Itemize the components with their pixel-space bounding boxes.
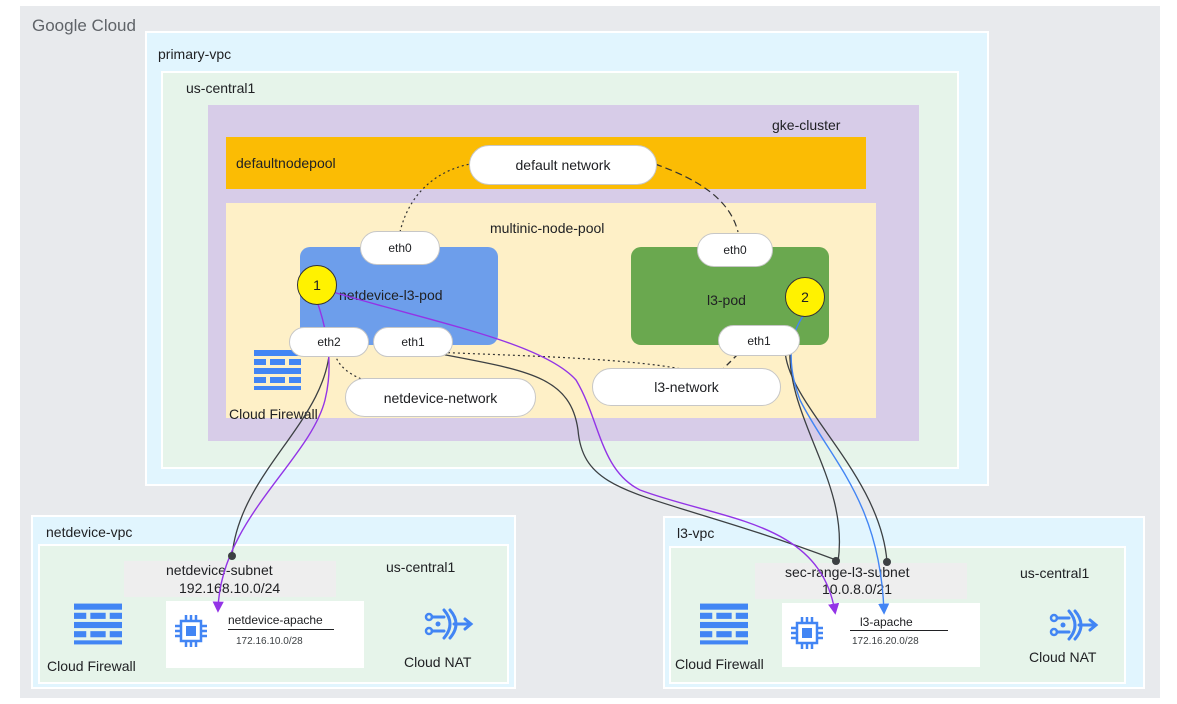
l3-subnet-cidr: 10.0.8.0/21 [822,581,893,597]
primary-region-label: us-central1 [186,80,256,96]
firewall-icon [74,603,122,645]
nat-icon [1047,607,1101,643]
primary-firewall-label: Cloud Firewall [229,406,318,422]
netdevice-vm-card [166,601,364,668]
l3-nat-label: Cloud NAT [1029,649,1097,665]
step-badge-1: 1 [297,265,337,305]
netdevice-pod-eth2: eth2 [289,327,369,357]
netdevice-subnet-name: netdevice-subnet [166,562,273,578]
netdevice-network-pill: netdevice-network [345,378,536,417]
compute-engine-icon [788,614,826,652]
default-node-pool-label: defaultnodepool [236,155,336,171]
netdevice-subnet-cidr: 192.168.10.0/24 [179,580,281,596]
google-cloud-label: Google Cloud [32,16,136,35]
l3-subnet-name: sec-range-l3-subnet [785,564,910,580]
gke-cluster-label: gke-cluster [772,117,841,133]
l3-path-dark-c [789,342,841,563]
l3-path-dark-b [784,342,888,563]
netdevice-pod-eth0: eth0 [360,231,440,265]
l3-vpc-label: l3-vpc [677,525,715,541]
netdevice-firewall-label: Cloud Firewall [47,658,136,674]
nat-icon [422,606,476,642]
l3-vm-cidr: 172.16.20.0/28 [852,636,919,647]
default-eth0-link [654,163,739,233]
netdevice-pod-eth1: eth1 [373,327,453,357]
netdevice-vpc-label: netdevice-vpc [46,524,133,540]
l3-subnet-endpoint-a [832,557,840,565]
firewall-icon [700,603,748,645]
step-badge-2: 2 [785,277,825,317]
netdevice-vm-name: netdevice-apache [228,613,323,627]
eth0-default-link [399,163,471,233]
l3-region-label: us-central1 [1020,565,1090,581]
netdevice-path-dark [231,341,331,557]
netdevice-vm-cidr: 172.16.10.0/28 [236,636,303,647]
multinic-node-pool-label: multinic-node-pool [490,220,605,236]
default-network-pill: default network [469,145,657,185]
compute-engine-icon [172,612,210,650]
purple-path-to-l3-vm [309,284,840,615]
l3-pod-eth0: eth0 [697,233,773,267]
netdevice-nat-label: Cloud NAT [404,654,472,670]
primary-vpc-label: primary-vpc [158,46,232,62]
l3-subnet-box [755,563,967,599]
l3-subnet-endpoint-b [883,558,891,566]
netdevice-subnet-box [124,561,336,597]
l3-pod-label: l3-pod [707,292,746,308]
l3-network-pill: l3-network [592,368,781,406]
firewall-icon [254,350,301,390]
l3-vm-name: l3-apache [860,615,913,629]
l3-pod-eth1: eth1 [718,325,800,356]
l3-vm-divider [850,630,948,631]
netdevice-vm-divider [228,629,334,630]
l3-firewall-label: Cloud Firewall [675,656,764,672]
netdevice-region-label: us-central1 [386,559,456,575]
l3-path-dark-a [419,349,837,561]
blue-path-to-l3-vm [790,309,890,615]
netdevice-l3-pod-label: netdevice-l3-pod [339,287,443,303]
netdevice-subnet-endpoint [228,552,236,560]
